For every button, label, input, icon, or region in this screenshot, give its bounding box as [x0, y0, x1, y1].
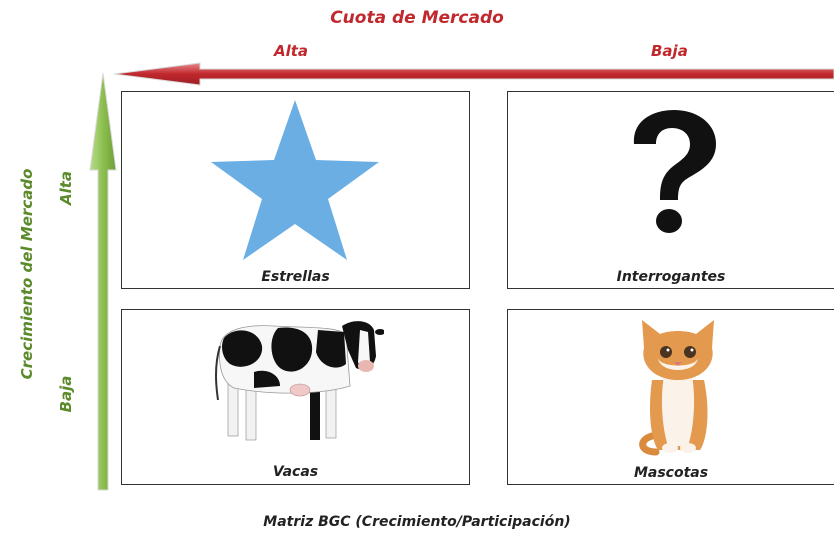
quadrant-stars: Estrellas: [121, 91, 470, 289]
quadrant-question-marks-label: Interrogantes: [616, 269, 726, 285]
market-growth-title: Crecimiento del Mercado: [18, 168, 36, 380]
quadrant-stars-label: Estrellas: [261, 269, 330, 285]
market-share-low-label: Baja: [651, 42, 688, 60]
quadrant-cows: Vacas: [121, 309, 470, 485]
market-share-high-label: Alta: [274, 42, 309, 60]
kitten-icon: [639, 320, 714, 456]
cow-icon: [215, 321, 384, 441]
quadrant-question-marks: Interrogantes: [507, 91, 834, 289]
quadrant-pets-label: Mascotas: [633, 465, 709, 481]
market-share-arrow: [113, 62, 834, 86]
market-growth-low-label: Baja: [57, 375, 75, 413]
quadrant-cows-label: Vacas: [272, 464, 319, 480]
market-growth-arrow: [89, 72, 117, 491]
star-icon: [211, 100, 379, 260]
market-growth-high-label: Alta: [57, 170, 75, 206]
quadrant-pets: Mascotas: [507, 309, 834, 485]
matrix-caption: Matriz BGC (Crecimiento/Participación): [263, 514, 571, 530]
question-mark-icon: [633, 110, 716, 233]
market-share-title: Cuota de Mercado: [330, 8, 504, 28]
